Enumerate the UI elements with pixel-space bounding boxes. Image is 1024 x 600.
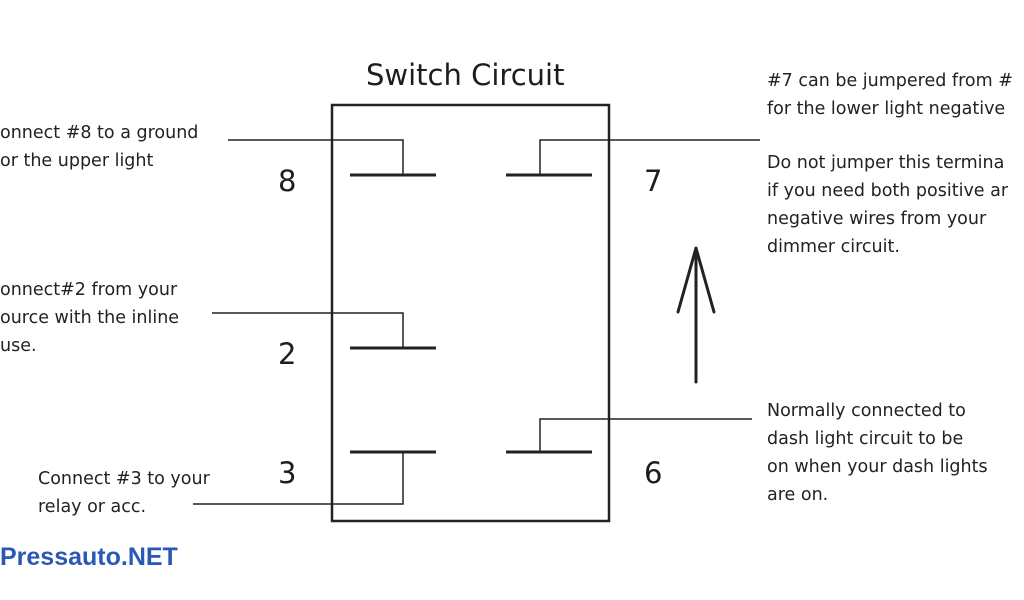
terminal-3-lead: [193, 452, 404, 505]
terminal-7-label: 7: [644, 164, 663, 198]
terminal-3-label: 3: [278, 456, 297, 490]
pin7-jumper-note: #7 can be jumpered from # for the lower …: [767, 71, 1013, 119]
pin3-note: Connect #3 to your relay or acc.: [38, 469, 210, 517]
terminal-6-lead: [539, 418, 752, 452]
up-arrow-icon: [676, 246, 716, 384]
pin6-note: Normally connected to dash light circuit…: [767, 401, 988, 505]
diagram-title: Switch Circuit: [366, 58, 565, 92]
pin8-note: onnect #8 to a ground or the upper light: [0, 123, 199, 171]
terminal-2-lead: [212, 312, 404, 348]
terminal-8-label: 8: [278, 164, 297, 198]
pin2-note: onnect#2 from your ource with the inline…: [0, 280, 180, 356]
terminal-2-label: 2: [278, 337, 297, 371]
watermark-text: Pressauto.NET: [0, 543, 178, 571]
pin7-warning-note: Do not jumper this termina if you need b…: [767, 153, 1009, 257]
terminal-6-label: 6: [644, 456, 663, 490]
terminal-8-lead: [228, 139, 404, 175]
terminal-7-lead: [539, 139, 760, 175]
